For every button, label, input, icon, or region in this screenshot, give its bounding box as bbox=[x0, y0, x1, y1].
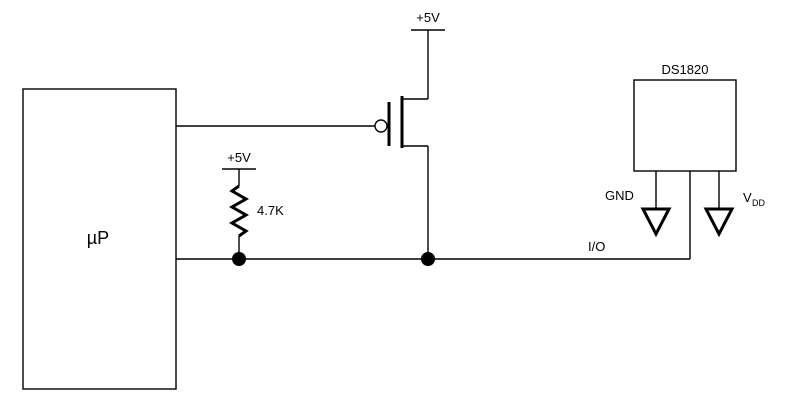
microprocessor-label: µP bbox=[87, 228, 109, 248]
pullup-resistor-zigzag bbox=[228, 184, 250, 238]
vdd-label-subscript: DD bbox=[752, 198, 765, 208]
vdd-label: V bbox=[743, 190, 752, 205]
sensor-box bbox=[633, 79, 737, 172]
gnd-label: GND bbox=[605, 188, 634, 203]
vdd-ground-symbol bbox=[703, 207, 735, 238]
mosfet-junction-dot bbox=[421, 252, 435, 266]
pullup-supply-label: +5V bbox=[227, 150, 251, 165]
pullup-resistor-value: 4.7K bbox=[257, 203, 284, 218]
io-label: I/O bbox=[588, 239, 605, 254]
pullup-junction-dot bbox=[232, 252, 246, 266]
p-mosfet-symbol bbox=[387, 96, 428, 148]
mosfet-supply-label: +5V bbox=[416, 10, 440, 25]
sensor-part-name: DS1820 bbox=[662, 62, 709, 77]
gnd-symbol bbox=[640, 207, 672, 238]
gate-inversion-bubble bbox=[374, 119, 388, 133]
microprocessor-box bbox=[22, 88, 177, 390]
